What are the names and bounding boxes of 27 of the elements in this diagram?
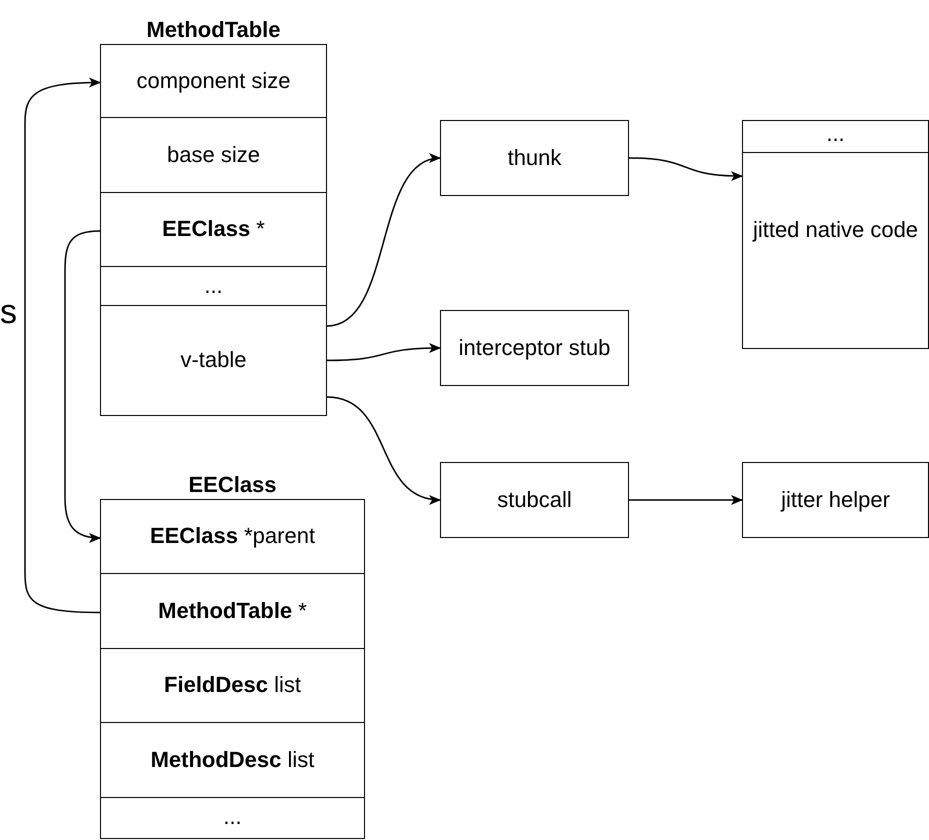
process-box: thunk	[440, 120, 629, 196]
arrow	[326, 343, 441, 362]
table-row: MethodDesc list	[100, 722, 365, 798]
code-box	[742, 120, 929, 349]
table-row: base size	[100, 117, 327, 193]
table-row: MethodTable*	[100, 573, 365, 649]
code-text: jitted native code	[752, 216, 918, 244]
table-row: EEClass*	[100, 192, 327, 268]
arrow	[24, 78, 101, 614]
table-row: component size	[100, 44, 327, 118]
arrow	[326, 396, 441, 504]
arrow	[628, 157, 743, 181]
table-title: EEClass	[187, 471, 278, 499]
process-box: stubcall	[440, 462, 629, 538]
arrow	[629, 495, 743, 505]
code-header: ...	[743, 121, 928, 153]
table-row: ...	[100, 266, 327, 306]
process-box: jitter helper	[742, 462, 929, 538]
table-row: ...	[100, 796, 365, 838]
table-row: FieldDesc list	[100, 648, 365, 724]
table-row: EEClass *parent	[100, 498, 365, 574]
arrow	[64, 230, 101, 543]
table-title: MethodTable	[145, 16, 282, 44]
label-text: s	[0, 293, 17, 332]
table-row: v-table	[100, 304, 327, 416]
process-box: interceptor stub	[440, 310, 629, 386]
arrow	[326, 156, 441, 327]
